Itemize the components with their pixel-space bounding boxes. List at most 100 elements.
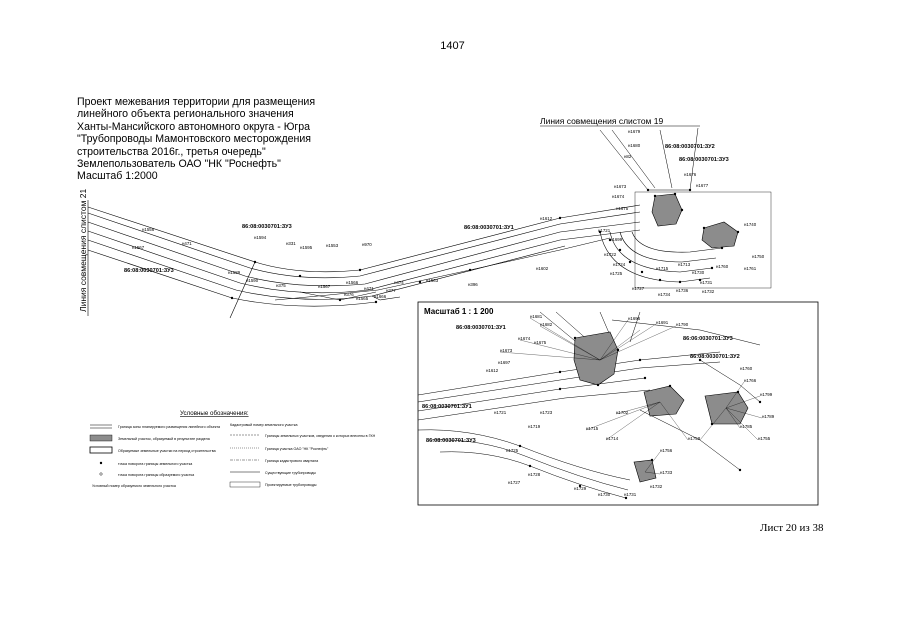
point-label: н1730: [692, 270, 705, 275]
point-label: н1702: [616, 410, 629, 415]
point-label: н1696: [628, 316, 641, 321]
page-number: 1407: [440, 40, 465, 52]
point-label: н377: [386, 288, 396, 293]
point-label: н1789: [762, 414, 775, 419]
point-label: н1567: [318, 284, 331, 289]
vertex-dots-main: [230, 188, 740, 304]
title-line: Землепользователь ОАО "НК "Роснефть": [77, 158, 281, 171]
point-label: н1556: [142, 227, 155, 232]
legend-label: Граница зоны планируемого размещения лин…: [118, 425, 220, 429]
cadastral-label: 86:08:0030701:ЗУ3: [426, 438, 476, 444]
legend-label: Проектируемые трубопроводы: [265, 483, 317, 487]
point-label: н1731: [624, 492, 637, 497]
point-label: н1761: [744, 266, 757, 271]
legend-label: Земельный участок, образуемый в результа…: [118, 437, 210, 441]
point-label: н1722: [604, 252, 617, 257]
point-label: н1750: [752, 254, 765, 259]
point-label: н1673: [500, 348, 513, 353]
point-label: н970: [362, 242, 372, 247]
legend-label: точка поворота границы земельного участк…: [118, 462, 192, 466]
legend-swatch-outline: [89, 446, 113, 454]
legend-label: Образуемые земельные участки на период с…: [118, 449, 216, 453]
cadastral-label: 86:08:0030701:ЗУ1: [422, 404, 472, 410]
parcels-main: [651, 193, 739, 249]
point-label: н1697: [498, 360, 511, 365]
match-line-top-label: Линия совмещения слистом 19: [540, 116, 663, 126]
point-label: н1733: [660, 470, 673, 475]
point-label: н1790: [676, 322, 689, 327]
point-label: н375: [276, 283, 286, 288]
point-label: н1565: [356, 296, 369, 301]
title-line: Проект межевания территории для размещен…: [77, 96, 316, 108]
point-label: н1760: [740, 366, 753, 371]
point-label: н1566: [346, 280, 359, 285]
cadastral-label: 86:06:0030701:ЗУ3: [683, 336, 733, 342]
point-label: н1725: [506, 448, 519, 453]
cadastral-label: 86:08:0030701:ЗУ2: [690, 354, 740, 360]
match-line-left-label: Линия совмещения слистом 21: [78, 189, 88, 312]
point-label: н1563: [426, 278, 439, 283]
cadastral-label: 86:08:0030701:ЗУ1: [464, 225, 514, 231]
sheet-number: Лист 20 из 38: [760, 522, 824, 534]
legend-label: Кадастровый номер земельного участка: [230, 423, 297, 427]
point-label: н1567: [132, 245, 145, 250]
point-label: н1755: [758, 436, 771, 441]
point-label: н1682: [540, 322, 553, 327]
point-labels-main: н1679 н1680 н82 н1676 н1677 н1673 н1674 …: [132, 129, 765, 301]
point-label: н1721: [598, 228, 611, 233]
approach-lines: [599, 127, 699, 191]
point-label: н474: [394, 280, 404, 285]
title-line: строительства 2016г., третья очередь": [77, 145, 266, 158]
point-label: н1677: [696, 183, 709, 188]
map-scale: Масштаб 1:2000: [77, 170, 158, 183]
legend-swatch-dot: [99, 472, 103, 476]
point-label: н1675: [534, 340, 547, 345]
point-label: н82: [624, 154, 632, 159]
point-label: н1727: [632, 286, 645, 291]
point-label: н1691: [656, 320, 669, 325]
legend-label: Условный номер образуемого земельного уч…: [92, 484, 176, 488]
point-label: н331: [286, 241, 296, 246]
cadastral-label: 86:08:0030701:ЗУ3: [679, 157, 729, 163]
point-label: н471: [364, 286, 374, 291]
point-label: н471: [182, 241, 192, 246]
point-label: н1612: [486, 368, 499, 373]
map-title: Проект межевания территории для размещен…: [77, 96, 377, 183]
legend-title: Условные обозначения:: [180, 410, 249, 417]
point-label: н1721: [494, 410, 507, 415]
point-label: н1756: [660, 448, 673, 453]
point-label: н1612: [540, 216, 553, 221]
point-label: н1675: [616, 206, 629, 211]
point-label: н1766: [744, 378, 757, 383]
point-label: н1729: [574, 486, 587, 491]
cadastral-label: 86:08:0030701:ЗУ1: [456, 325, 506, 331]
point-label: н1681: [530, 314, 543, 319]
legend-swatch-outline: [229, 481, 261, 488]
legend-label: точка поворота границы образуемого участ…: [118, 473, 194, 477]
point-label: н1602: [536, 266, 549, 271]
point-label: н1730: [598, 492, 611, 497]
vertex-dots-inset: [518, 336, 762, 500]
pipeline-corridor: [87, 204, 641, 319]
inset-scale-label: Масштаб 1 : 1 200: [424, 307, 494, 316]
point-label: н1732: [702, 289, 715, 294]
point-label: н1715: [586, 426, 599, 431]
legend-label: Существующие трубопроводы: [265, 471, 316, 475]
point-label: н376: [344, 292, 354, 297]
point-label: н1727: [508, 480, 521, 485]
point-label: н1713: [678, 262, 691, 267]
point-label: н1699: [610, 237, 623, 242]
title-line: линейного объекта регионального значения: [77, 108, 294, 121]
point-label: н1728: [528, 472, 541, 477]
junction-arcs: [599, 191, 772, 289]
point-label: н1589: [228, 270, 241, 275]
point-label: н1595: [300, 245, 313, 250]
point-label: н1674: [518, 336, 531, 341]
point-label: н396: [468, 282, 478, 287]
point-label: н1679: [628, 129, 641, 134]
point-label: н1758: [688, 436, 701, 441]
point-label: н1799: [760, 392, 773, 397]
point-label: н1553: [326, 243, 339, 248]
point-label: н1714: [606, 436, 619, 441]
